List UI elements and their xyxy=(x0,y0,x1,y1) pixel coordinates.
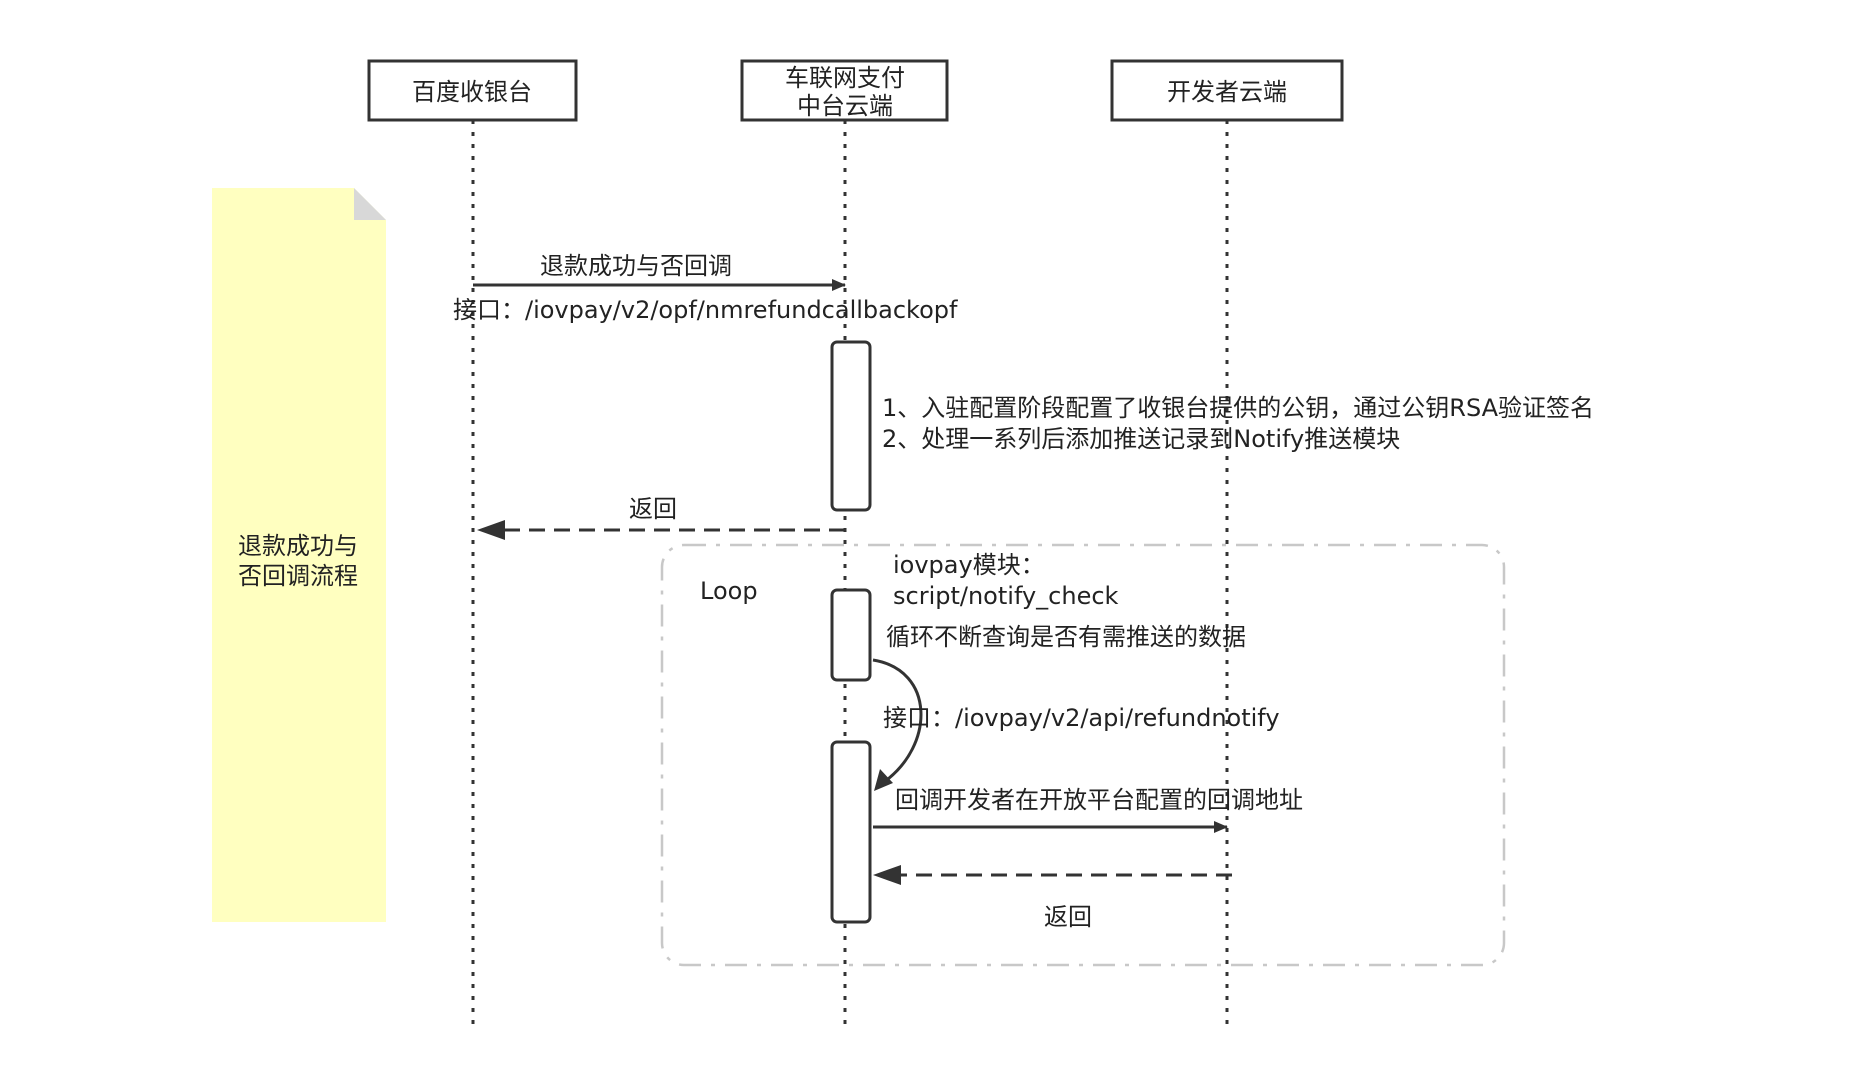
loop-module-line-1: iovpay模块： xyxy=(893,551,1045,579)
loop-module-label: iovpay模块： script/notify_check xyxy=(893,551,1119,610)
processing-note-line-1: 1、入驻配置阶段配置了收银台提供的公钥，通过公钥RSA验证签名 xyxy=(882,394,1594,422)
activation-iov-3 xyxy=(830,740,872,924)
loop-module-line-2: script/notify_check xyxy=(893,582,1119,610)
side-note-line-1: 退款成功与 xyxy=(238,532,358,560)
side-note-line-2: 否回调流程 xyxy=(238,562,358,590)
message-callback-dev-label: 回调开发者在开放平台配置的回调地址 xyxy=(895,786,1303,814)
message-refund-callback-endpoint: 接口：/iovpay/v2/opf/nmrefundcallbackopf xyxy=(453,296,958,324)
processing-note: 1、入驻配置阶段配置了收银台提供的公钥，通过公钥RSA验证签名 2、处理一系列后… xyxy=(882,394,1594,453)
participant-cashier-label: 百度收银台 xyxy=(412,78,532,106)
message-callback-dev: 回调开发者在开放平台配置的回调地址 xyxy=(873,786,1303,833)
message-return-2: 返回 xyxy=(873,865,1232,931)
participant-cashier: 百度收银台 xyxy=(367,59,578,122)
participant-dev: 开发者云端 xyxy=(1110,59,1344,122)
participant-iov: 车联网支付 中台云端 xyxy=(740,59,949,122)
participant-dev-label: 开发者云端 xyxy=(1167,78,1287,106)
loop-query-label: 循环不断查询是否有需推送的数据 xyxy=(886,623,1246,651)
notify-endpoint-label: 接口：/iovpay/v2/api/refundnotify xyxy=(883,704,1280,732)
processing-note-line-2: 2、处理一系列后添加推送记录到Notify推送模块 xyxy=(882,425,1400,453)
loop-label: Loop xyxy=(700,577,758,605)
activation-iov-1 xyxy=(830,340,872,512)
message-refund-callback-label: 退款成功与否回调 xyxy=(540,252,732,280)
message-return-2-label: 返回 xyxy=(1044,903,1092,931)
participant-iov-label-1: 车联网支付 xyxy=(785,64,905,92)
self-call-arrow xyxy=(872,658,923,791)
side-note: 退款成功与 否回调流程 xyxy=(212,188,386,922)
message-return-1: 返回 xyxy=(477,495,845,540)
message-refund-callback: 退款成功与否回调 接口：/iovpay/v2/opf/nmrefundcallb… xyxy=(453,252,958,324)
activation-iov-2 xyxy=(830,588,872,682)
participant-iov-label-2: 中台云端 xyxy=(797,92,893,120)
message-return-1-label: 返回 xyxy=(629,495,677,523)
loop-frame: Loop xyxy=(660,543,1506,967)
